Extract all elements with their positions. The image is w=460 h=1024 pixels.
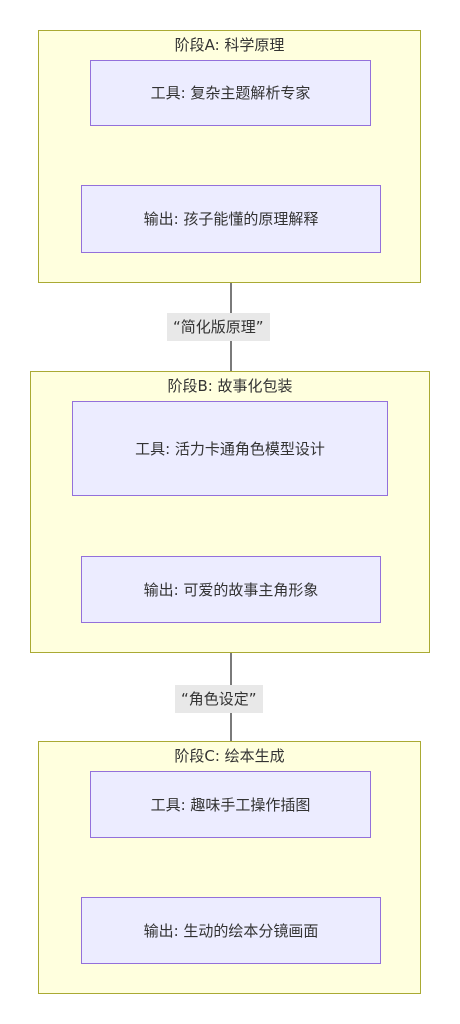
stage-a-tool-label: 工具: 复杂主题解析专家 bbox=[150, 84, 311, 102]
stage-c-title: 阶段C: 绘本生成 bbox=[174, 747, 285, 765]
stage-a-tool-node[interactable]: 工具: 复杂主题解析专家 bbox=[90, 60, 371, 126]
stage-b-output-label: 输出: 可爱的故事主角形象 bbox=[143, 580, 319, 599]
stage-b-tool-node[interactable]: 工具: 活力卡通角色模型设计 bbox=[72, 401, 388, 496]
stage-c-tool-label: 工具: 趣味手工操作插图 bbox=[150, 795, 311, 814]
stage-b-tool-label: 工具: 活力卡通角色模型设计 bbox=[135, 439, 325, 458]
stage-c-output-node[interactable]: 输出: 生动的绘本分镜画面 bbox=[81, 897, 381, 964]
stage-a-output-node[interactable]: 输出: 孩子能懂的原理解释 bbox=[81, 185, 381, 253]
edge-label-simplified-principle: “简化版原理” bbox=[167, 313, 270, 341]
stage-b-output-node[interactable]: 输出: 可爱的故事主角形象 bbox=[81, 556, 381, 623]
stage-a-output-label: 输出: 孩子能懂的原理解释 bbox=[143, 210, 319, 228]
stage-c-tool-node[interactable]: 工具: 趣味手工操作插图 bbox=[90, 771, 371, 838]
stage-a-title: 阶段A: 科学原理 bbox=[174, 36, 285, 54]
stage-b-title: 阶段B: 故事化包装 bbox=[167, 377, 293, 395]
edge-label-character-setting: “角色设定” bbox=[175, 685, 263, 713]
stage-c-output-label: 输出: 生动的绘本分镜画面 bbox=[143, 921, 319, 940]
